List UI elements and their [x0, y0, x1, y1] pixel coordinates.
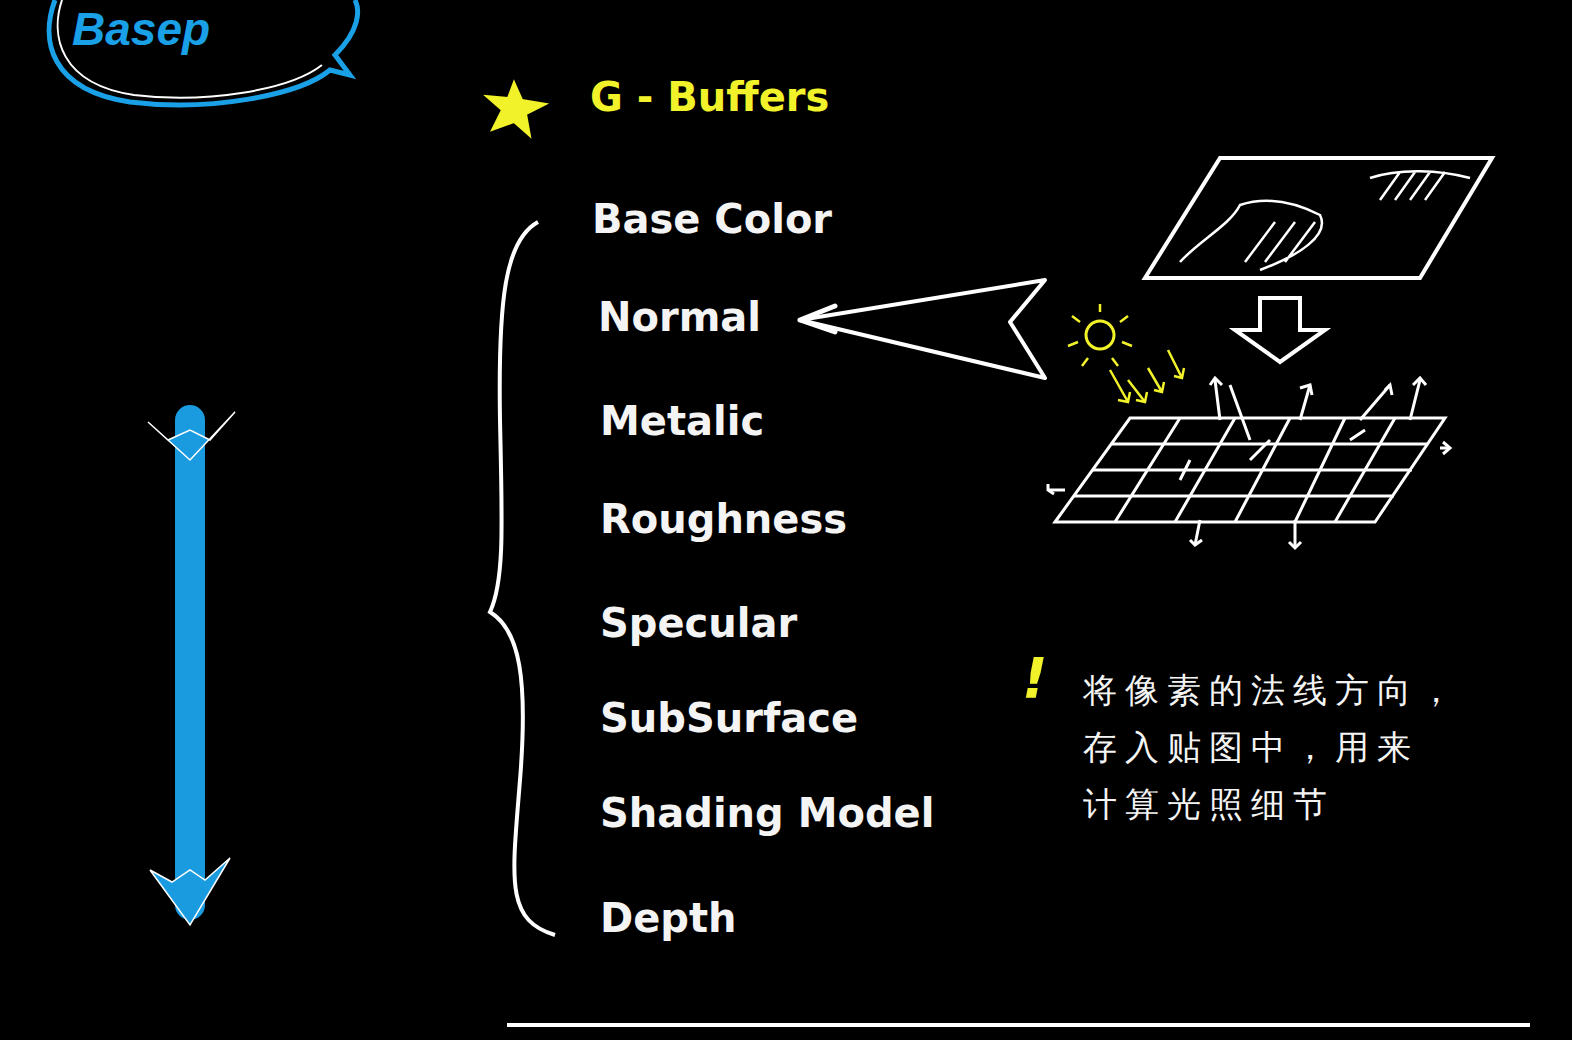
buffer-name: Base Color [592, 196, 832, 242]
speech-bubble-inner [58, 0, 322, 98]
down-arrow [1235, 298, 1325, 362]
title: G - Buffers [590, 74, 829, 120]
sun-rays [1068, 304, 1132, 366]
exclamation-mark: ! [1022, 645, 1048, 710]
normal-grid [1048, 378, 1450, 548]
buffer-name: Roughness [600, 496, 847, 542]
bubble-label: Basep [72, 2, 210, 56]
pointer-tip [800, 306, 835, 332]
arrow-head [150, 858, 230, 925]
note: 将像素的法线方向， 存入贴图中，用来 计算光照细节 [1083, 662, 1523, 833]
buffer-name: Depth [600, 895, 737, 941]
buffer-name: Shading Model [600, 790, 934, 836]
pointer-arrow [800, 280, 1045, 378]
buffer-name: Specular [600, 600, 797, 646]
brace [490, 222, 555, 935]
texture-sketch [1180, 171, 1470, 270]
buffer-name: SubSurface [600, 695, 858, 741]
buffer-name: Normal [598, 294, 761, 340]
light-rays [1110, 350, 1184, 402]
flow-arrow [175, 420, 205, 905]
buffer-name: Metalic [600, 398, 764, 444]
sun-icon [1086, 321, 1114, 349]
bottom-rule [507, 1023, 1530, 1027]
star-icon [486, 82, 546, 136]
arrow-tail [148, 412, 235, 460]
speech-bubble [49, 0, 357, 105]
texture-plane [1145, 158, 1492, 278]
